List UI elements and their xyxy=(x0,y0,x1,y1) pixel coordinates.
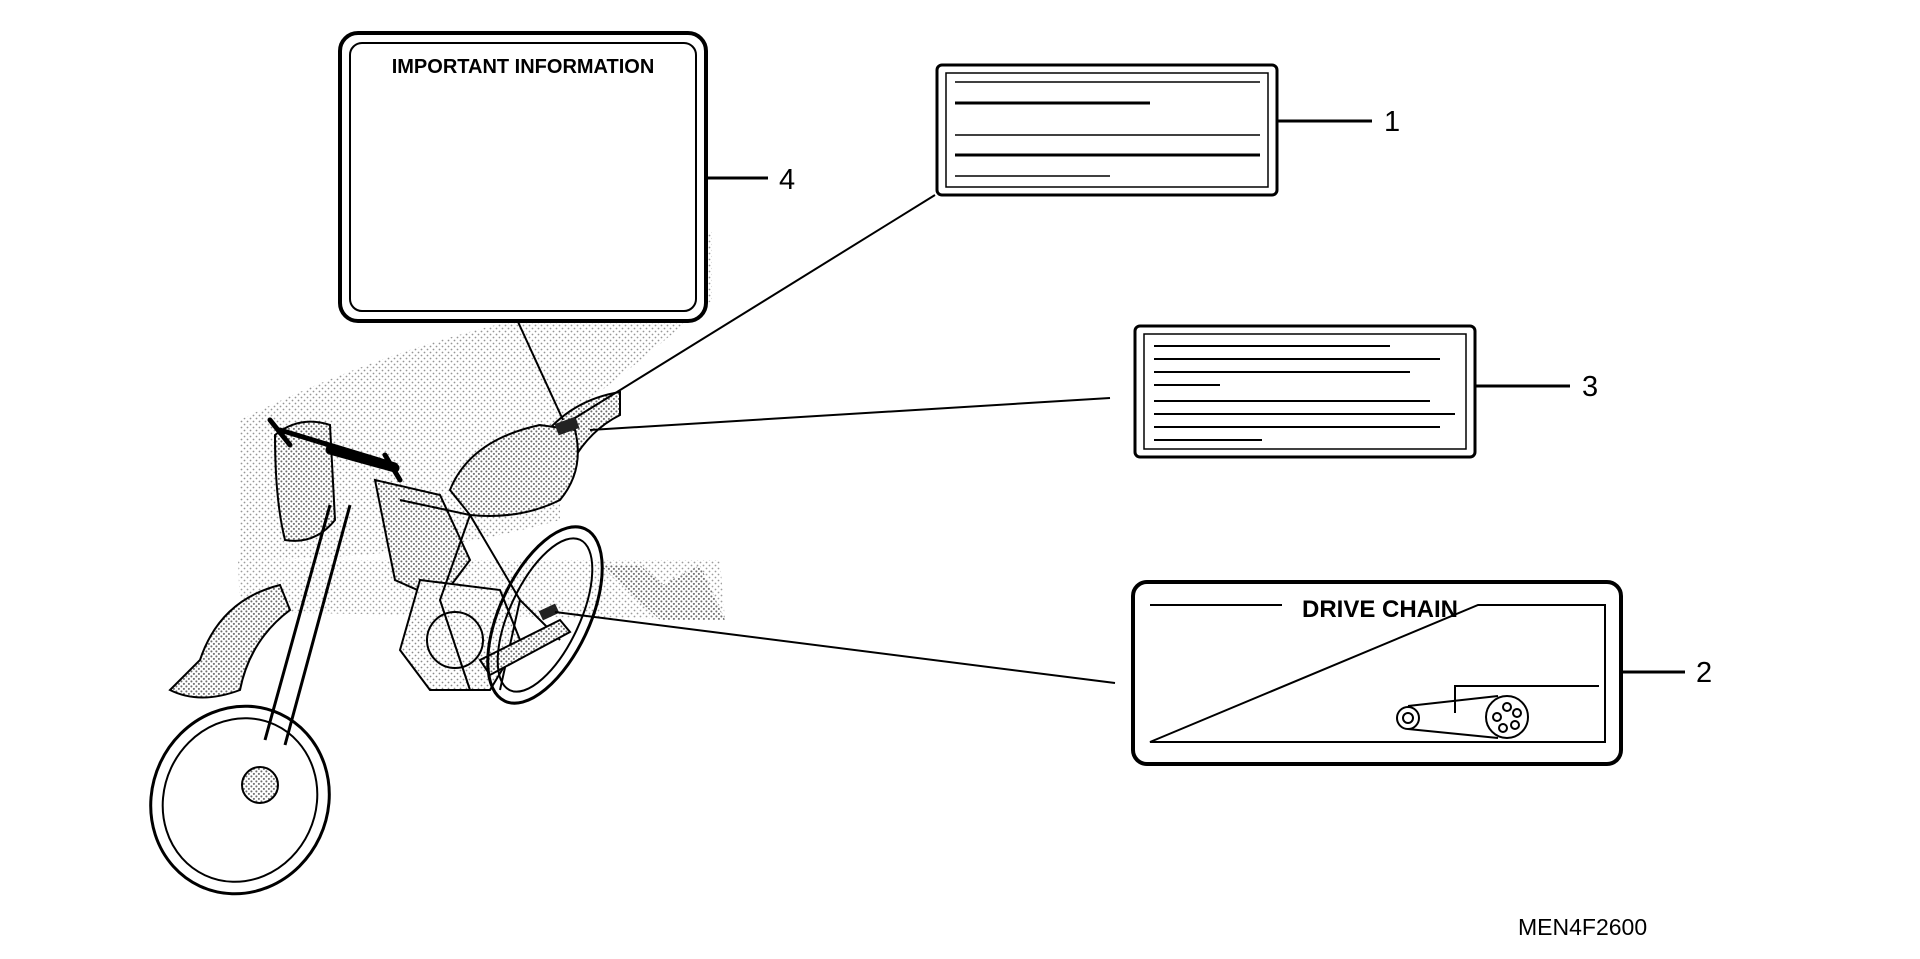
front-hub xyxy=(241,766,279,804)
leader-line-2 xyxy=(554,611,1116,684)
callout-3: 3 xyxy=(1582,371,1598,403)
front-rim xyxy=(161,717,319,883)
rear-wheel xyxy=(486,525,604,705)
label-1-text-lines xyxy=(955,81,1260,177)
label-important-information: IMPORTANT INFORMATION 4 xyxy=(338,31,795,323)
label-drive-chain: DRIVE CHAIN 2 xyxy=(1131,580,1712,766)
front-wheel xyxy=(149,704,331,896)
leader-line-1 xyxy=(574,194,936,419)
rear-rim xyxy=(496,537,594,693)
label-3: 3 xyxy=(1133,324,1598,459)
engine-cover xyxy=(426,611,484,669)
leader-lines xyxy=(507,194,1116,684)
handlebar-grip xyxy=(325,445,400,473)
leader-line-3 xyxy=(589,397,1111,431)
callout-2: 2 xyxy=(1696,657,1712,689)
chain-sprocket-icon xyxy=(1396,685,1599,739)
callout-4: 4 xyxy=(779,164,795,196)
tank-label-marker xyxy=(554,416,580,436)
motorcycle-illustration xyxy=(149,232,725,896)
callout-1: 1 xyxy=(1384,106,1400,138)
part-code: MEN4F2600 xyxy=(1518,914,1647,940)
swingarm-label-marker xyxy=(538,603,560,621)
ghost-lettering xyxy=(600,565,725,620)
fuel-tank xyxy=(448,423,579,517)
engine xyxy=(398,578,522,691)
front-fender xyxy=(168,583,292,699)
front-forks xyxy=(263,504,352,746)
label-3-text-lines xyxy=(1154,345,1455,441)
number-plate xyxy=(273,420,337,542)
drive-chain-title: DRIVE CHAIN xyxy=(1302,596,1458,623)
important-information-title: IMPORTANT INFORMATION xyxy=(392,56,655,78)
label-1: 1 xyxy=(935,63,1400,197)
